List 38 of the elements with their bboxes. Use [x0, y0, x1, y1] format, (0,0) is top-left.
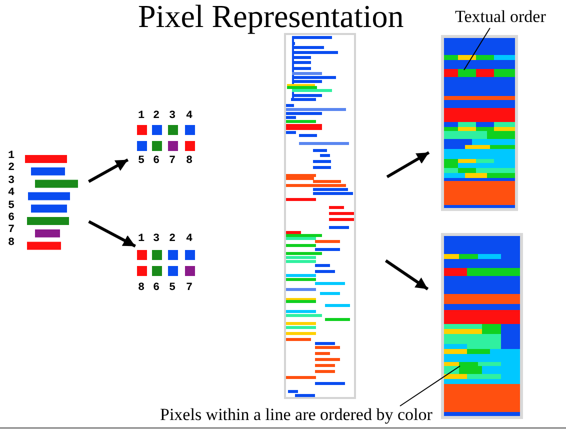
colored-lines-drawing — [24, 152, 80, 252]
number-label: 4 — [186, 233, 193, 245]
pixel-panel-drawing — [441, 233, 523, 419]
pixel-grid-drawing — [136, 124, 198, 152]
number-label: 7 — [169, 155, 176, 167]
number-label: 1 — [8, 150, 15, 162]
number-label: 6 — [153, 155, 160, 167]
number-label: 3 — [169, 110, 176, 122]
arrow — [386, 151, 430, 178]
number-label: 8 — [186, 155, 193, 167]
number-label: 5 — [169, 282, 176, 294]
number-label: 7 — [186, 282, 193, 294]
number-label: 8 — [8, 236, 15, 249]
annotation-text: Pixels within a line are ordered by color — [160, 405, 432, 424]
number-label: 7 — [8, 224, 15, 236]
number-label: 2 — [153, 110, 160, 122]
number-label: 1 — [138, 233, 145, 245]
number-label: 5 — [138, 155, 145, 167]
pixel-grid-drawing — [136, 249, 198, 277]
number-label: 6 — [153, 282, 160, 294]
arrow — [88, 220, 136, 248]
number-label: 1 — [138, 110, 145, 122]
arrow — [384, 259, 429, 290]
diagram-title: Pixel Representation — [138, 0, 404, 36]
number-label: 2 — [8, 162, 15, 174]
pixel-panel-drawing — [441, 35, 518, 211]
pixel-column-drawing — [284, 33, 356, 399]
number-label: 8 — [138, 282, 145, 294]
number-label: 4 — [186, 110, 193, 122]
number-label: 3 — [8, 174, 15, 187]
number-label: 3 — [153, 233, 160, 245]
number-label: 4 — [8, 187, 15, 200]
leader-line — [400, 366, 460, 406]
number-label: 6 — [8, 212, 15, 224]
annotation-text: Textual order — [455, 7, 546, 26]
number-label: 2 — [169, 233, 176, 245]
arrow — [88, 158, 129, 183]
number-label: 5 — [8, 200, 15, 212]
